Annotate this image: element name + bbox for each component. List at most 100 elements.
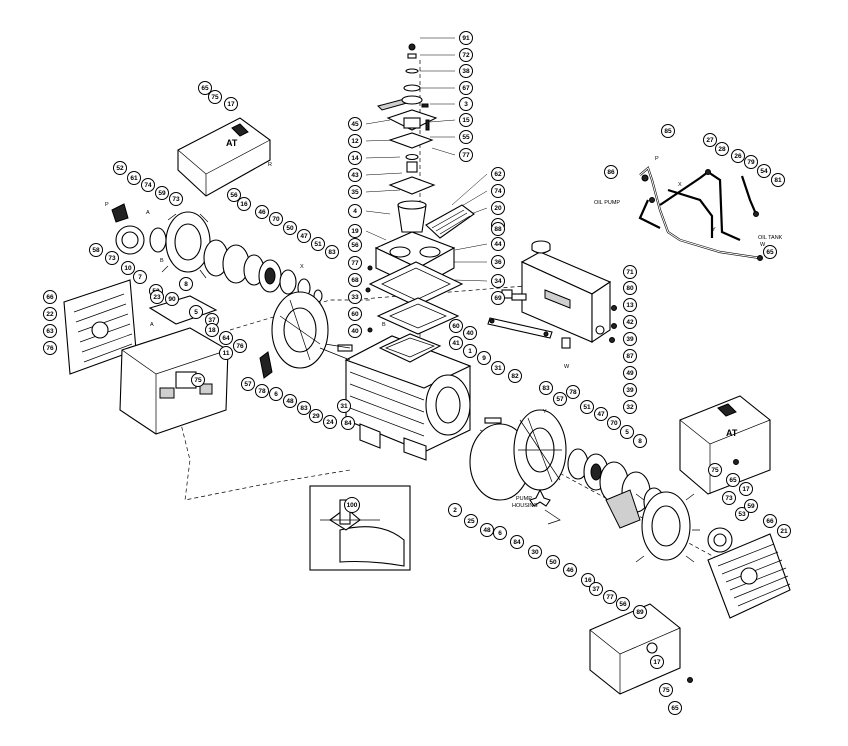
callout-c61: 61 [127, 171, 141, 185]
callout-c29: 29 [309, 409, 323, 423]
callout-c67: 67 [459, 81, 473, 95]
callout-c83a: 83 [325, 245, 339, 259]
callout-number: 87 [626, 353, 634, 360]
callout-circle [269, 387, 283, 401]
callout-circle [237, 197, 251, 211]
callout-circle [491, 184, 505, 198]
callout-number: 31 [494, 365, 502, 372]
callout-circle [348, 224, 362, 238]
callout-circle [477, 351, 491, 365]
label-x-mid: X [300, 264, 304, 270]
callout-c50a: 50 [283, 221, 297, 235]
callout-number: 39 [626, 387, 634, 394]
callout-circle [777, 524, 791, 538]
callout-number: 42 [626, 319, 634, 326]
callout-circle [553, 392, 567, 406]
callout-circle [633, 434, 647, 448]
callout-circle [348, 151, 362, 165]
callout-number: 76 [46, 345, 54, 352]
callout-number: 51 [583, 404, 591, 411]
label-hood-left: AT [226, 138, 238, 148]
callout-c56c: 56 [616, 597, 630, 611]
callout-c9: 9 [477, 351, 491, 365]
callout-c48b: 48 [480, 523, 494, 537]
callout-c5a: 5 [189, 305, 203, 319]
callout-number: 48 [286, 398, 294, 405]
callout-number: 6 [274, 391, 278, 398]
callout-c14: 14 [348, 151, 362, 165]
callout-circle [169, 192, 183, 206]
callout-number: 7 [138, 274, 142, 281]
callout-number: 60 [452, 323, 460, 330]
callout-number: 20 [494, 205, 502, 212]
callout-number: 36 [494, 259, 502, 266]
callout-number: 16 [584, 577, 592, 584]
callout-number: 78 [569, 389, 577, 396]
callout-circle [449, 319, 463, 333]
callout-circle [344, 497, 360, 513]
hardware-bits [205, 89, 739, 683]
callout-c8b: 8 [633, 434, 647, 448]
callout-c36: 36 [491, 255, 505, 269]
callout-c34: 34 [491, 274, 505, 288]
callout-number: 38 [462, 68, 470, 75]
callout-c43: 43 [348, 168, 362, 182]
callout-number: 40 [466, 330, 474, 337]
callout-circle [491, 222, 505, 236]
callout-circle [459, 31, 473, 45]
callout-c73a: 73 [169, 192, 183, 206]
callout-c39a: 39 [623, 332, 637, 346]
callout-number: 65 [766, 249, 774, 256]
callout-c30: 30 [528, 545, 542, 559]
callout-c7: 7 [133, 270, 147, 284]
callout-number: 24 [326, 419, 334, 426]
callout-number: 65 [201, 85, 209, 92]
label-a-mid: A [150, 322, 154, 328]
callout-c90: 90 [165, 292, 179, 306]
callout-c60b: 60 [449, 319, 463, 333]
callout-c26: 26 [731, 149, 745, 163]
louvre-plate [425, 204, 475, 239]
callout-circle [491, 291, 505, 305]
callout-number: 56 [351, 242, 359, 249]
callout-c53b: 53 [735, 507, 749, 521]
callout-circle [633, 605, 647, 619]
callout-c11: 11 [219, 346, 233, 360]
callout-circle [133, 270, 147, 284]
callout-number: 67 [462, 85, 470, 92]
callout-circle [580, 400, 594, 414]
callout-circle [297, 229, 311, 243]
callout-circle [539, 381, 553, 395]
callout-number: 40 [351, 328, 359, 335]
callout-number: 50 [286, 225, 294, 232]
callout-number: 18 [208, 327, 216, 334]
callout-number: 53 [738, 511, 746, 518]
callout-circle [735, 507, 749, 521]
callout-circle [726, 473, 740, 487]
callout-c48a: 48 [283, 394, 297, 408]
callout-circle [283, 221, 297, 235]
callout-circle [703, 133, 717, 147]
callout-number: 17 [742, 486, 750, 493]
callout-c20: 20 [491, 201, 505, 215]
callout-number: 39 [626, 336, 634, 343]
callout-c70b: 70 [607, 416, 621, 430]
callout-c65b: 65 [763, 245, 777, 259]
callout-number: 76 [236, 343, 244, 350]
callout-number: 57 [556, 396, 564, 403]
callout-c40b: 40 [463, 326, 477, 340]
callout-number: 56 [230, 192, 238, 199]
callout-circle [607, 416, 621, 430]
callout-c23: 23 [150, 290, 164, 304]
callout-number: 83 [542, 385, 550, 392]
callout-c70a: 70 [269, 212, 283, 226]
callout-c10: 10 [121, 261, 135, 275]
callout-number: 31 [340, 403, 348, 410]
callout-c41: 41 [449, 336, 463, 350]
callout-circle [757, 164, 771, 178]
callout-circle [510, 535, 524, 549]
callout-c75a: 75 [208, 90, 222, 104]
part-callouts: 9172386731555774512144335419627420228836… [43, 31, 791, 715]
callout-number: 48 [483, 527, 491, 534]
callout-c4: 4 [348, 204, 362, 218]
